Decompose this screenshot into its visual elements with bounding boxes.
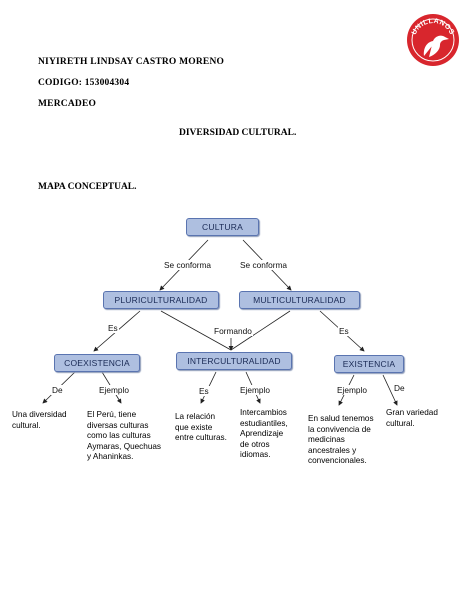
link-ejemplo-interculturalidad: Ejemplo <box>239 385 271 395</box>
node-pluriculturalidad: PLURICULTURALIDAD <box>103 291 219 309</box>
link-se-conforma-left: Se conforma <box>163 260 213 270</box>
link-es-existencia: Es <box>338 326 350 336</box>
unillanos-logo: UNILLANOS <box>407 14 459 66</box>
node-multiculturalidad: MULTICULTURALIDAD <box>239 291 360 309</box>
link-formando: Formando <box>213 326 253 336</box>
node-existencia: EXISTENCIA <box>334 355 404 373</box>
node-coexistencia: COEXISTENCIA <box>54 354 140 372</box>
section-subtitle: MAPA CONCEPTUAL. <box>38 182 137 192</box>
leaf-ejemplo-peru: El Perú, tiene diversas culturas como la… <box>87 410 162 462</box>
document-title: DIVERSIDAD CULTURAL. <box>179 128 297 138</box>
link-ejemplo-coexistencia: Ejemplo <box>98 385 130 395</box>
leaf-intercambios: Intercambios estudiantiles, Aprendizaje … <box>240 408 288 460</box>
leaf-salud-convivencia: En salud tenemos la convivencia de medic… <box>308 414 374 466</box>
link-de-coexistencia: De <box>51 385 64 395</box>
link-de-existencia: De <box>393 383 406 393</box>
student-code: CODIGO: 153004304 <box>38 78 130 88</box>
link-es-interculturalidad: Es <box>198 386 210 396</box>
leaf-diversidad-cultural: Una diversidad cultural. <box>12 410 67 430</box>
node-interculturalidad: INTERCULTURALIDAD <box>176 352 292 370</box>
leaf-relacion-culturas: La relación que existe entre culturas. <box>175 412 227 443</box>
author-name: NIYIRETH LINDSAY CASTRO MORENO <box>38 57 225 67</box>
node-cultura: CULTURA <box>186 218 259 236</box>
link-ejemplo-existencia: Ejemplo <box>336 385 368 395</box>
leaf-gran-variedad: Gran variedad cultural. <box>386 408 438 428</box>
program-name: MERCADEO <box>38 99 97 109</box>
link-se-conforma-right: Se conforma <box>239 260 289 270</box>
link-es-coexistencia: Es <box>107 323 119 333</box>
